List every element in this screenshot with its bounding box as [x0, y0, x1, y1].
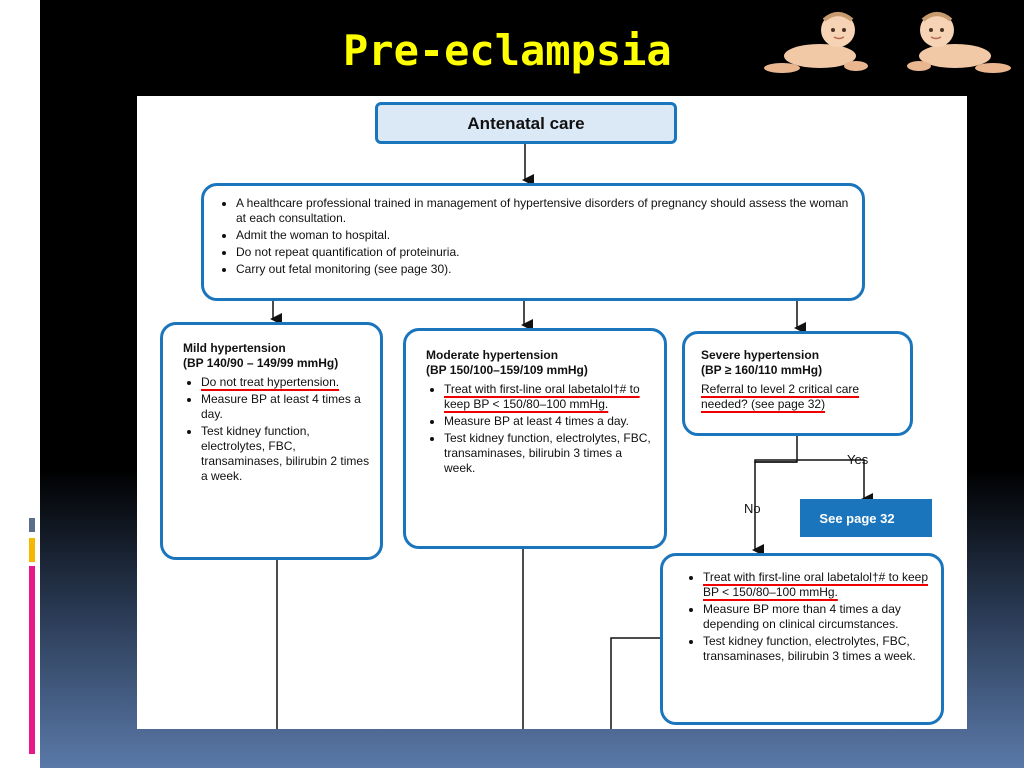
- list-item: Measure BP at least 4 times a day.: [201, 392, 370, 422]
- accent-bar-yellow: [29, 538, 35, 562]
- moderate-title: Moderate hypertension: [426, 348, 559, 362]
- accent-bar-gray: [29, 518, 35, 532]
- list-item: Test kidney function, electrolytes, FBC,…: [703, 634, 933, 664]
- flowchart-panel: Antenatal care A healthcare professional…: [137, 96, 967, 729]
- moderate-list: Treat with first-line oral labetalol†# t…: [426, 382, 654, 476]
- list-item: Treat with first-line oral labetalol†# t…: [444, 382, 654, 412]
- mild-title: Mild hypertension: [183, 341, 286, 355]
- general-care-list: A healthcare professional trained in man…: [218, 196, 850, 277]
- general-care-box: A healthcare professional trained in man…: [201, 183, 865, 301]
- see-page-32-button[interactable]: See page 32: [800, 499, 932, 537]
- list-item: Test kidney function, electrolytes, FBC,…: [444, 431, 654, 476]
- severe-range: (BP ≥ 160/110 mmHg): [701, 363, 823, 377]
- slide-title: Pre-eclampsia: [343, 26, 672, 75]
- moderate-range: (BP 150/100–159/109 mmHg): [426, 363, 588, 377]
- list-item: Admit the woman to hospital.: [236, 228, 850, 243]
- severe-hypertension-box: Severe hypertension (BP ≥ 160/110 mmHg) …: [682, 331, 913, 436]
- mild-range: (BP 140/90 – 149/99 mmHg): [183, 356, 339, 370]
- list-item: Test kidney function, electrolytes, FBC,…: [201, 424, 370, 484]
- moderate-hypertension-box: Moderate hypertension (BP 150/100–159/10…: [403, 328, 667, 549]
- list-item: A healthcare professional trained in man…: [236, 196, 850, 226]
- accent-bar-magenta: [29, 566, 35, 754]
- list-item: Do not repeat quantification of proteinu…: [236, 245, 850, 260]
- mild-list: Do not treat hypertension. Measure BP at…: [183, 375, 370, 484]
- baby-icon: [764, 12, 868, 73]
- severe-treatment-box: Treat with first-line oral labetalol†# t…: [660, 553, 944, 725]
- antenatal-care-box: Antenatal care: [375, 102, 677, 144]
- treatment-list: Treat with first-line oral labetalol†# t…: [685, 570, 933, 664]
- baby-icon: [907, 12, 1011, 73]
- yes-label: Yes: [847, 452, 869, 467]
- list-item: Measure BP at least 4 times a day.: [444, 414, 654, 429]
- list-item: Do not treat hypertension.: [201, 375, 370, 390]
- list-item: Treat with first-line oral labetalol†# t…: [703, 570, 933, 600]
- no-label: No: [744, 501, 761, 516]
- severe-referral-text: Referral to level 2 critical care needed…: [701, 382, 860, 411]
- list-item: Measure BP more than 4 times a day depen…: [703, 602, 933, 632]
- mild-hypertension-box: Mild hypertension (BP 140/90 – 149/99 mm…: [160, 322, 383, 560]
- connector-lines: [270, 144, 873, 729]
- severe-title: Severe hypertension: [701, 348, 820, 362]
- list-item: Carry out fetal monitoring (see page 30)…: [236, 262, 850, 277]
- decorative-lines: [19, 16, 39, 116]
